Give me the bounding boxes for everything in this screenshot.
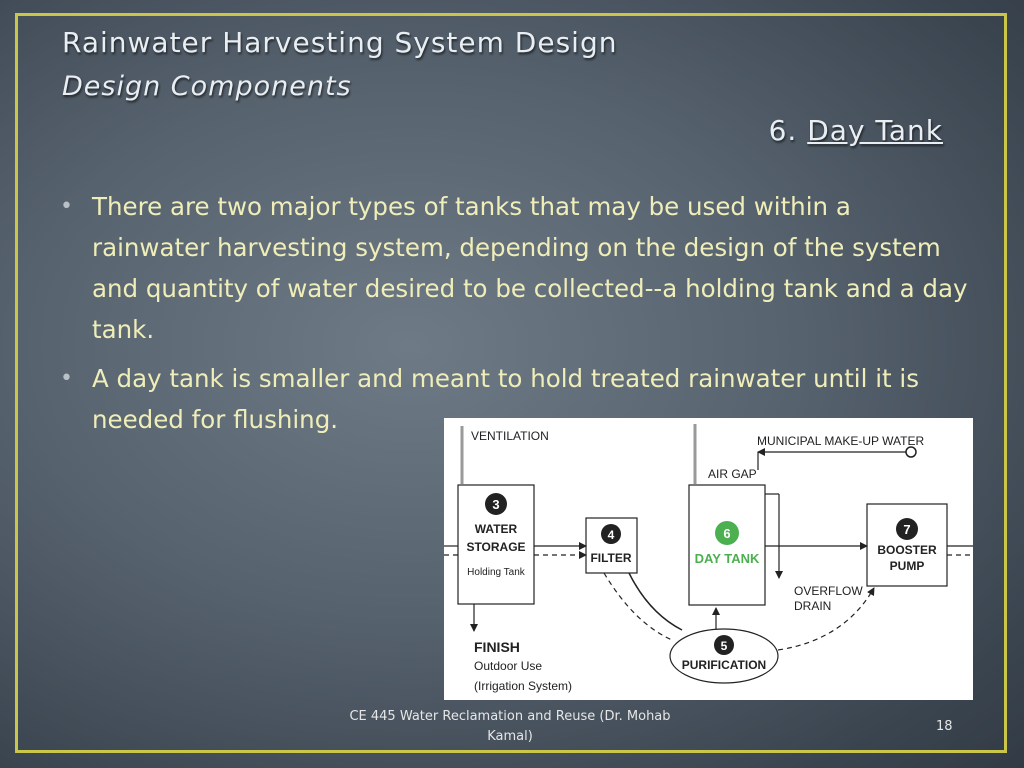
- pump-number-icon: [896, 518, 918, 540]
- filter-label: FILTER: [590, 551, 631, 565]
- storage-number-icon: [485, 493, 507, 515]
- slide-footer: CE 445 Water Reclamation and Reuse (Dr. …: [349, 709, 671, 744]
- municipal-inlet-icon: [905, 446, 917, 458]
- bullet-icon: •: [60, 366, 73, 391]
- bullet-text: There are two major types of tanks that …: [92, 192, 968, 344]
- purification-number: 5: [721, 639, 728, 653]
- filter-to-purification-dashed: [603, 572, 673, 641]
- day-tank-label: DAY TANK: [695, 551, 760, 566]
- section-number: 6.: [768, 114, 798, 147]
- system-diagram: VENTILATION AIR GAP MUNICIPAL MAKE-UP WA…: [444, 418, 973, 700]
- finish-line-2: (Irrigation System): [474, 679, 572, 693]
- ventilation-label: VENTILATION: [471, 429, 549, 443]
- overflow-label-2: DRAIN: [794, 599, 831, 613]
- booster-pump-box: [866, 503, 948, 587]
- overflow-label-1: OVERFLOW: [794, 584, 863, 598]
- storage-label-1: WATER: [475, 522, 518, 536]
- section-title: Day Tank: [807, 114, 943, 147]
- filter-number: 4: [608, 528, 615, 542]
- storage-number: 3: [492, 497, 499, 512]
- pump-label-2: PUMP: [890, 559, 925, 573]
- storage-sub: Holding Tank: [467, 567, 526, 578]
- purification-number-icon: [714, 635, 734, 655]
- finish-line-1: Outdoor Use: [474, 659, 542, 673]
- purification-ellipse: [669, 628, 779, 684]
- bullet-item: • A day tank is smaller and meant to hol…: [60, 358, 972, 440]
- bullet-icon: •: [60, 194, 73, 219]
- pump-label-1: BOOSTER: [877, 543, 937, 557]
- bullet-text: A day tank is smaller and meant to hold …: [92, 364, 919, 434]
- municipal-label: MUNICIPAL MAKE-UP WATER: [757, 434, 924, 448]
- purification-label: PURIFICATION: [682, 658, 766, 672]
- day-tank-number-icon: [715, 521, 739, 545]
- day-tank-number: 6: [723, 526, 730, 541]
- page-number: 18: [936, 719, 953, 734]
- filter-to-purification-line: [628, 572, 683, 631]
- filter-number-icon: [601, 524, 621, 544]
- bullet-list: • There are two major types of tanks tha…: [60, 186, 970, 448]
- storage-label-2: STORAGE: [466, 540, 525, 554]
- slide-title: Rainwater Harvesting System Design: [62, 26, 618, 59]
- section-heading: 6. Day Tank: [769, 114, 943, 147]
- bullet-item: • There are two major types of tanks tha…: [60, 186, 970, 350]
- slide-title-secondary: Design Components: [62, 71, 352, 102]
- slide-frame: [15, 13, 1007, 753]
- finish-title: FINISH: [474, 639, 520, 655]
- air-gap-label: AIR GAP: [708, 467, 757, 481]
- pump-number: 7: [903, 522, 910, 537]
